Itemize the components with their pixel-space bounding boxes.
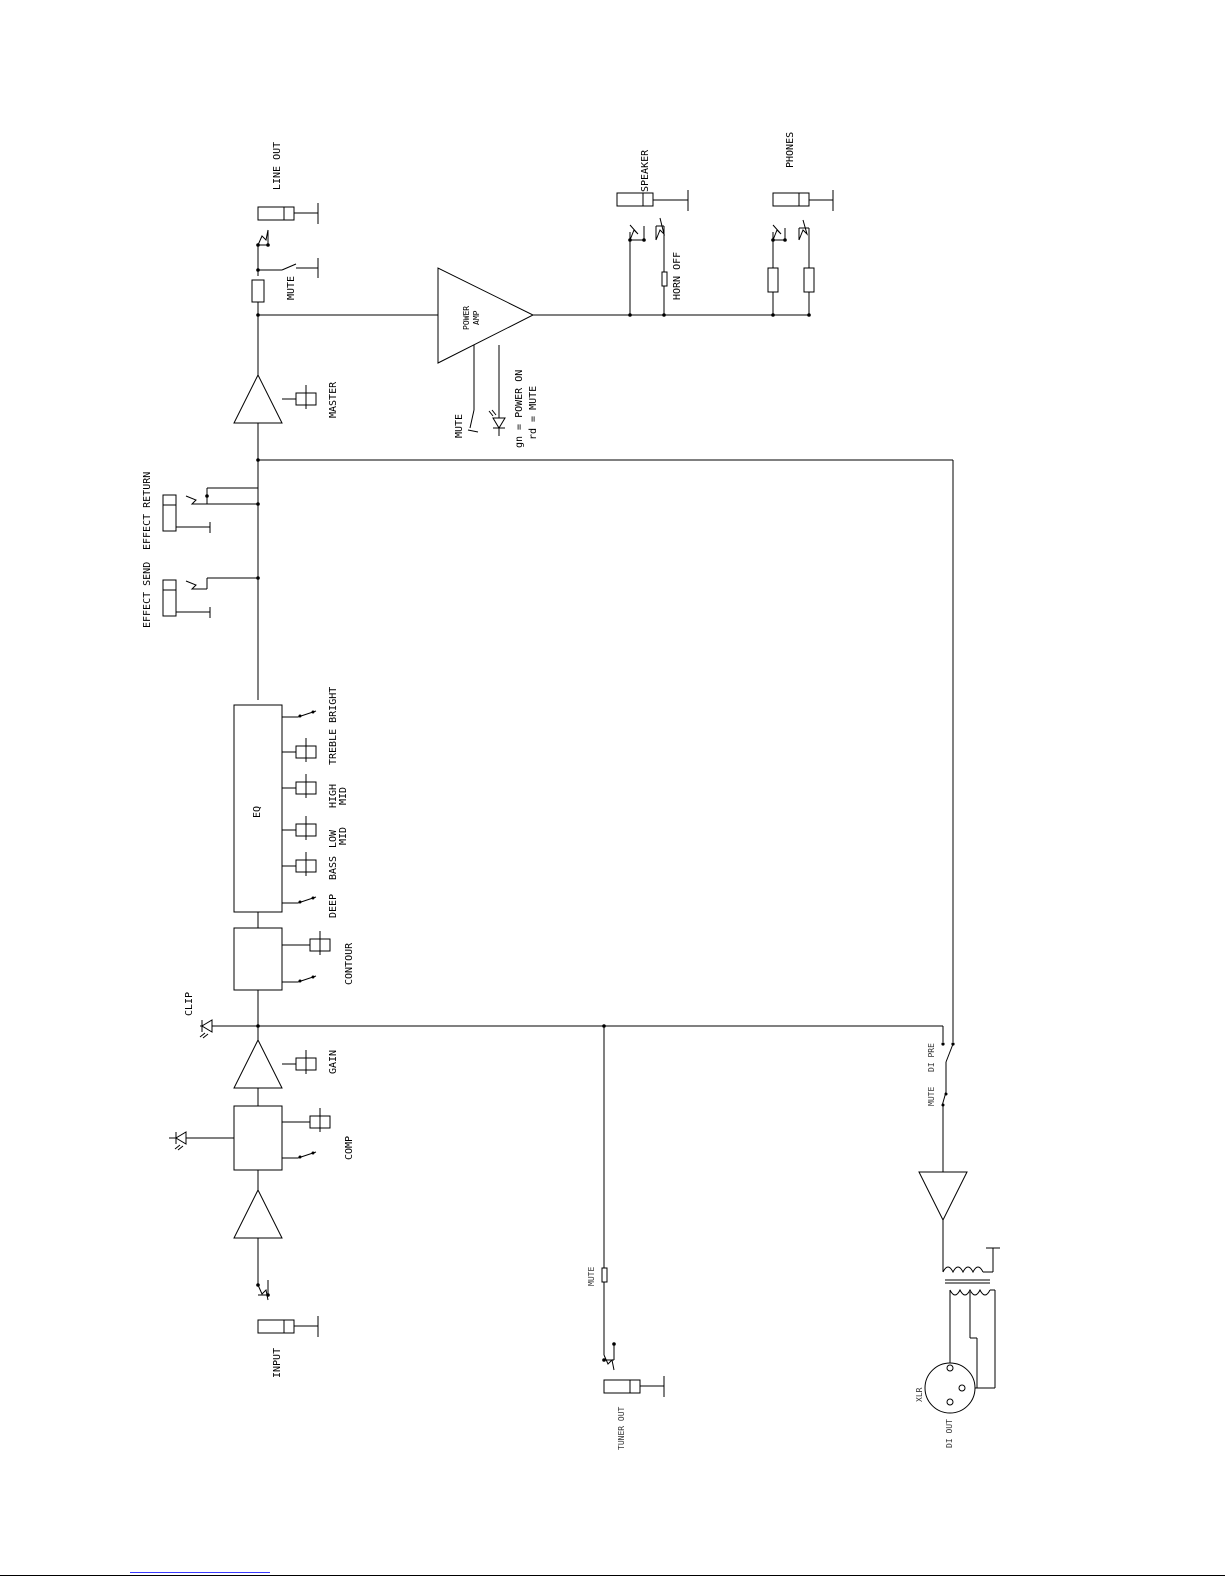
line-out-label: LINE OUT (272, 142, 283, 190)
treble-bright-label: TREBLE BRIGHT (328, 687, 339, 765)
input-label: INPUT (272, 1348, 283, 1378)
comp-switch-icon (282, 1152, 316, 1159)
led-rd-label: rd = MUTE (528, 386, 539, 440)
di-out-label: DI OUT (945, 1419, 954, 1448)
comp-label: COMP (344, 1136, 355, 1160)
tuner-mute-label: MUTE (587, 1267, 596, 1286)
comp-led-icon (169, 1132, 234, 1150)
power-amp-label-1: POWER (462, 306, 471, 330)
di-pre-label: DI PRE (927, 1043, 936, 1072)
power-amp-triangle (438, 268, 533, 363)
amp-mute-label: MUTE (454, 414, 465, 438)
comp-block (234, 1106, 282, 1170)
led-gn-label: gn = POWER ON (514, 370, 525, 448)
effect-return-jack (163, 488, 260, 533)
gain-pot-icon (282, 1050, 316, 1074)
tuner-out-line (602, 1024, 607, 1355)
pre-fx-tap-line (256, 1024, 943, 1042)
clip-led-icon (200, 1020, 258, 1038)
di-pre-switch-icon (941, 1042, 954, 1092)
di-mute-label: MUTE (927, 1087, 936, 1106)
amp-mute-switch (468, 345, 478, 432)
mute-switch-line (256, 258, 318, 278)
contour-label: CONTOUR (344, 942, 355, 985)
power-amp-label-2: AMP (472, 310, 481, 325)
high-mid-label-2: MID (338, 787, 349, 805)
eq-label: EQ (252, 806, 263, 818)
low-mid-label-2: MID (338, 827, 349, 845)
high-mid-pot-icon (282, 774, 316, 798)
xlr-label: XLR (915, 1387, 924, 1402)
xlr-connector-icon (925, 1363, 975, 1413)
tuner-out-label: TUNER OUT (617, 1406, 626, 1450)
phones-jack (768, 190, 833, 317)
master-pot-icon (282, 385, 316, 409)
di-buffer-triangle (919, 1172, 967, 1220)
speaker-label: SPEAKER (640, 149, 651, 192)
contour-pot-icon (282, 931, 330, 955)
tuner-out-jack (602, 1342, 664, 1397)
effect-return-label: EFFECT RETURN (142, 472, 153, 550)
status-led-icon (489, 345, 505, 436)
input-jack (256, 1280, 318, 1337)
bright-switch-icon (282, 711, 316, 718)
deep-label: DEEP (328, 894, 339, 918)
effect-send-jack (163, 576, 260, 618)
clip-label: CLIP (184, 992, 195, 1016)
master-amp-triangle (234, 375, 282, 423)
low-mid-pot-icon (282, 816, 316, 840)
deep-switch-icon (282, 897, 316, 904)
contour-switch-icon (282, 976, 316, 983)
master-label: MASTER (328, 381, 339, 418)
treble-pot-icon (282, 738, 316, 762)
mute-line-label: MUTE (286, 276, 297, 300)
horn-off-label: HORN OFF (672, 252, 683, 300)
bass-pot-icon (282, 852, 316, 876)
di-pre-feed-line (256, 458, 953, 1042)
input-buffer-triangle (234, 1190, 282, 1238)
gain-label: GAIN (328, 1050, 339, 1074)
gain-amp-triangle (234, 1040, 282, 1088)
footer-link-underline (130, 1572, 270, 1573)
bass-label: BASS (328, 856, 339, 880)
footer-rule (0, 1575, 1225, 1576)
phones-label: PHONES (785, 132, 796, 168)
line-out-resistor (252, 280, 264, 302)
di-mute-switch-icon (942, 1092, 948, 1172)
comp-pot-icon (282, 1108, 330, 1132)
contour-block (234, 928, 282, 990)
effect-send-label: EFFECT SEND (142, 562, 153, 628)
line-out-jack (256, 203, 318, 247)
